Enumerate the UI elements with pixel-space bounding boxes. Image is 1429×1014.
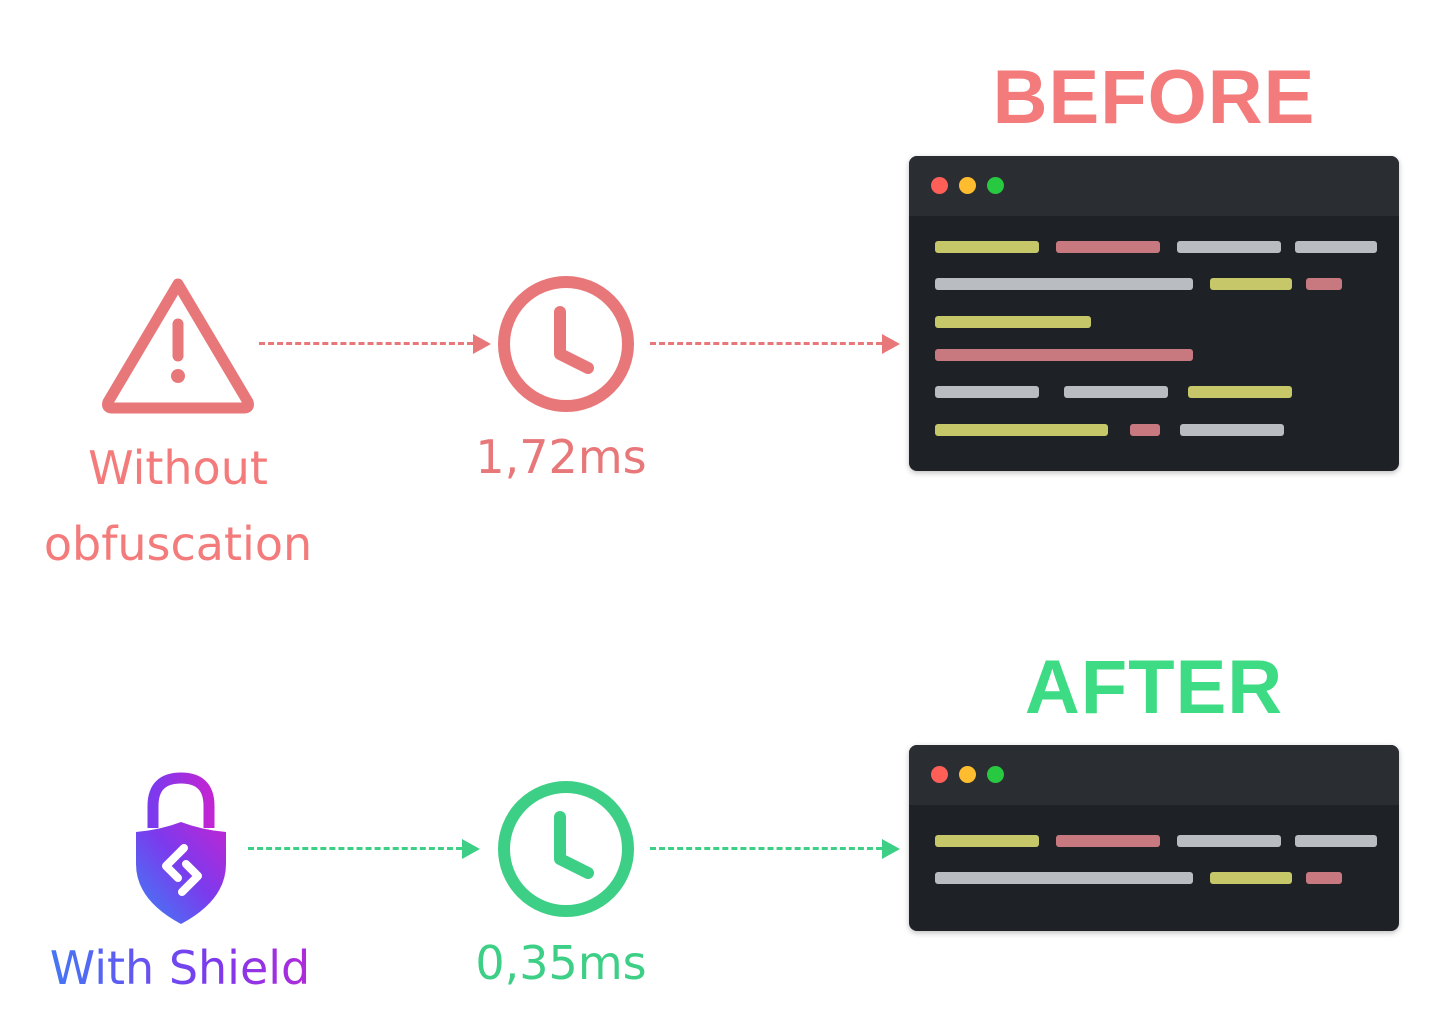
before-label-line2: obfuscation <box>43 517 313 571</box>
before-arrow-2-head <box>882 334 900 354</box>
warning-triangle-icon <box>102 278 254 414</box>
close-dot <box>931 766 948 783</box>
code-line <box>1210 872 1292 884</box>
maximize-dot <box>987 177 1004 194</box>
before-code-window <box>909 156 1399 471</box>
before-arrow-1-head <box>473 334 491 354</box>
before-time: 1,72ms <box>475 430 647 484</box>
after-label: With Shield <box>20 930 340 1006</box>
after-arrow-2-head <box>882 839 900 859</box>
code-line <box>1306 872 1342 884</box>
minimize-dot <box>959 766 976 783</box>
after-heading: AFTER <box>1024 645 1284 730</box>
code-line <box>1295 835 1377 847</box>
window-title-bar <box>909 156 1399 216</box>
code-line <box>1210 278 1292 290</box>
before-label-line1: Without <box>88 441 268 495</box>
before-arrow-2-line <box>650 342 882 345</box>
code-line <box>1177 241 1281 253</box>
after-arrow-1-line <box>248 847 462 850</box>
code-line <box>935 349 1193 361</box>
code-line <box>1188 386 1292 398</box>
code-line <box>935 278 1193 290</box>
code-line <box>935 872 1193 884</box>
close-dot <box>931 177 948 194</box>
code-line <box>1295 241 1377 253</box>
after-code-window <box>909 745 1399 931</box>
code-line <box>1056 241 1160 253</box>
after-clock-icon <box>498 781 634 917</box>
code-line <box>1306 278 1342 290</box>
minimize-dot <box>959 177 976 194</box>
code-line <box>1064 386 1168 398</box>
after-arrow-1-head <box>462 839 480 859</box>
maximize-dot <box>987 766 1004 783</box>
code-line <box>935 386 1039 398</box>
code-line <box>935 835 1039 847</box>
code-line <box>1056 835 1160 847</box>
before-clock-icon <box>498 276 634 412</box>
shield-lock-icon <box>136 772 226 924</box>
code-line <box>935 316 1091 328</box>
code-line <box>1180 424 1284 436</box>
before-label: Without obfuscation <box>0 430 356 582</box>
before-heading: BEFORE <box>992 55 1316 140</box>
window-title-bar <box>909 745 1399 805</box>
code-line <box>1130 424 1160 436</box>
after-arrow-2-line <box>650 847 882 850</box>
after-time: 0,35ms <box>475 936 647 990</box>
code-line <box>1177 835 1281 847</box>
code-line <box>935 424 1108 436</box>
code-line <box>935 241 1039 253</box>
before-arrow-1-line <box>259 342 473 345</box>
